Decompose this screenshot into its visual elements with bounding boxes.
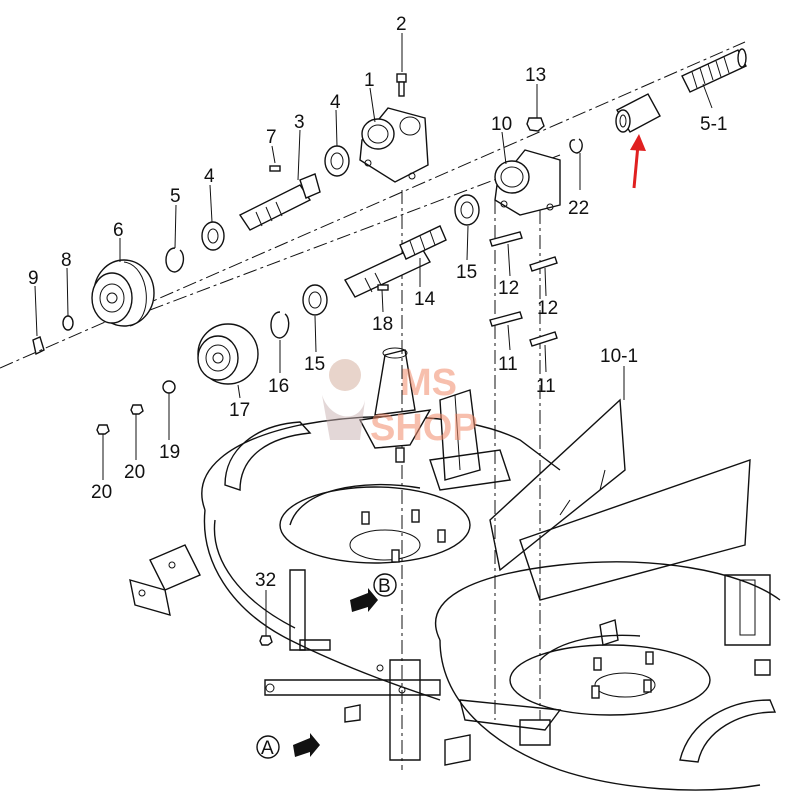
- part-11-shim-b: [529, 331, 558, 347]
- callout-15-upper: 15: [456, 262, 477, 283]
- part-15-bearing-lower: [302, 284, 328, 316]
- callout-5-1: 5-1: [700, 114, 727, 135]
- part-16-snap-ring: [270, 311, 290, 339]
- callout-4-lower: 4: [204, 166, 215, 187]
- callout-11-left: 11: [498, 354, 518, 375]
- part-7-key: [269, 165, 281, 172]
- part-17-pulley: [197, 323, 259, 385]
- callout-22: 22: [568, 198, 589, 219]
- callout-15-lower: 15: [304, 354, 325, 375]
- callout-3: 3: [294, 112, 305, 133]
- part-20-nut-a: [130, 404, 144, 415]
- callout-20-right: 20: [124, 462, 145, 483]
- callout-2: 2: [396, 14, 407, 35]
- mower-deck: [129, 347, 781, 791]
- red-arrow-icon: [630, 134, 646, 189]
- callout-17: 17: [229, 400, 250, 421]
- part-11-shim-a: [489, 311, 523, 327]
- part-18-key: [377, 284, 389, 291]
- part-22-snap-ring: [569, 138, 583, 154]
- part-5-1-shaft: [681, 48, 747, 93]
- callout-5: 5: [170, 186, 181, 207]
- callout-6: 6: [113, 220, 124, 241]
- callout-11-right: 11: [536, 376, 556, 397]
- part-10-bearing-housing: [494, 149, 561, 216]
- part-15-bearing-upper: [454, 194, 480, 226]
- callout-20-left: 20: [91, 482, 112, 503]
- callout-13: 13: [525, 65, 546, 86]
- part-2-bolt: [396, 73, 407, 97]
- callout-10: 10: [491, 114, 512, 135]
- part-3-shaft: [238, 173, 321, 231]
- callout-4-upper: 4: [330, 92, 341, 113]
- shop-watermark: MS SHOP: [322, 359, 478, 449]
- view-arrow-icon: [350, 588, 378, 612]
- view-arrow-icon: [293, 733, 320, 757]
- callout-10-1: 10-1: [600, 346, 638, 367]
- part-13-nut: [526, 117, 545, 132]
- callout-12-right: 12: [537, 298, 558, 319]
- leader-lines: [34, 33, 713, 636]
- hub-bolts: [361, 509, 654, 699]
- part-14-shaft: [344, 225, 447, 298]
- view-marker-a-label: A: [261, 738, 274, 759]
- watermark-line2: SHOP: [370, 407, 478, 449]
- part-4-bearing-lower: [201, 221, 225, 251]
- part-6-pulley: [91, 259, 155, 327]
- part-9-clip: [32, 336, 45, 356]
- callout-32: 32: [255, 570, 276, 591]
- callout-9: 9: [28, 268, 39, 289]
- part-19-washer: [162, 380, 176, 394]
- callout-12-left: 12: [498, 278, 519, 299]
- callout-8: 8: [61, 250, 72, 271]
- part-4-bearing-upper: [324, 145, 350, 177]
- exploded-parts: [32, 48, 747, 646]
- view-marker-a: A: [256, 733, 320, 759]
- part-1-bearing-housing: [359, 107, 429, 183]
- view-marker-b-label: B: [378, 576, 391, 597]
- view-marker-b: B: [350, 573, 397, 612]
- part-8-washer: [62, 315, 74, 331]
- callout-18: 18: [372, 314, 393, 335]
- callout-labels: 2 1 3 4 4 7 5 6 8 9 13 10 22 5-1 15 14 1…: [28, 14, 727, 591]
- part-5-snap-ring: [165, 247, 185, 273]
- watermark-line1: MS: [400, 362, 457, 404]
- callout-7: 7: [266, 127, 277, 148]
- callout-14: 14: [414, 289, 436, 310]
- part-12-shim-b: [529, 256, 558, 272]
- callout-16: 16: [268, 376, 289, 397]
- callout-19: 19: [159, 442, 180, 463]
- callout-1: 1: [364, 70, 375, 91]
- part-32-nut: [259, 635, 273, 646]
- part-20-nut-b: [96, 424, 110, 435]
- sleeve-bushing: [615, 93, 661, 133]
- part-12-shim-a: [489, 231, 523, 247]
